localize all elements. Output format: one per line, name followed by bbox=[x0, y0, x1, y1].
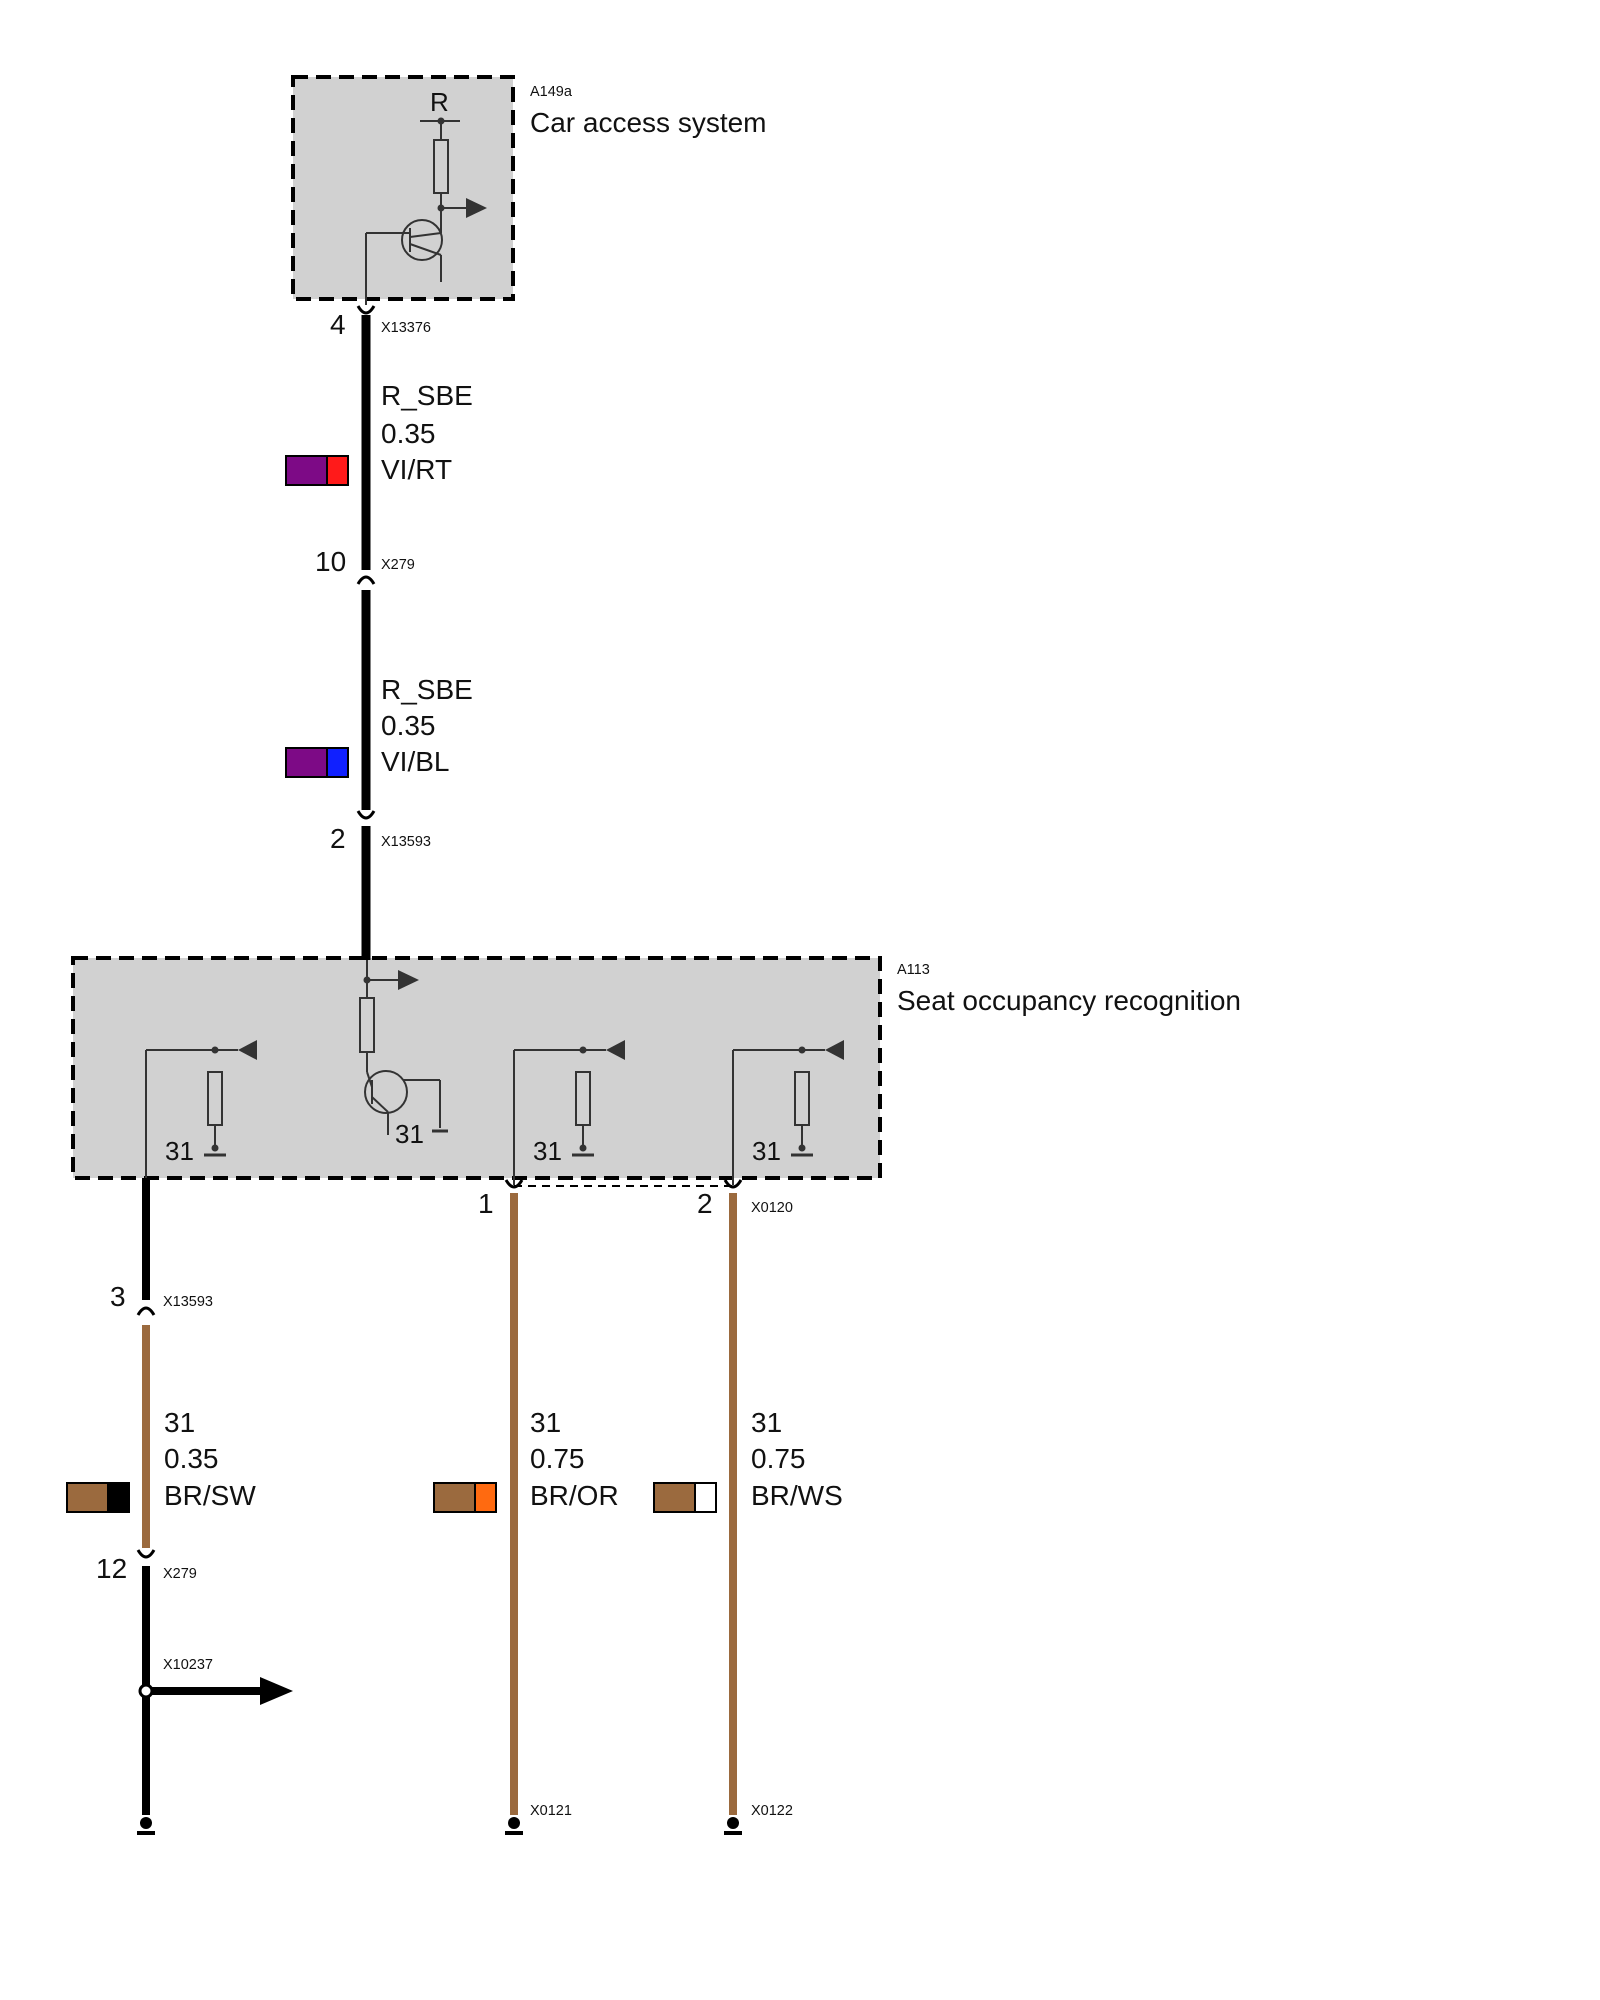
connector-x279-upper-id: X279 bbox=[381, 557, 415, 573]
sor-transistor-symbol bbox=[364, 1070, 408, 1114]
connector-x279-upper-pin: 10 bbox=[315, 546, 346, 577]
module-id-a149a: A149a bbox=[530, 84, 573, 100]
connector-pin-1-number: 1 bbox=[478, 1188, 494, 1219]
ground-x0122-id: X0122 bbox=[751, 1803, 793, 1819]
connector-x13376-id: X13376 bbox=[381, 320, 431, 336]
connector-pin-1-symbol bbox=[504, 1179, 524, 1189]
connector-x13376-pin: 4 bbox=[330, 309, 346, 340]
ground-point-1[interactable] bbox=[137, 1817, 155, 1835]
wire-4[interactable]: 31 0.75 BR/OR bbox=[433, 1193, 619, 1815]
connector-x13593-upper-pin bbox=[356, 810, 376, 820]
sense-circuit-mid bbox=[513, 1040, 625, 1185]
wire-3-color-swatch bbox=[66, 1482, 130, 1513]
splice-x10237[interactable]: X10237 bbox=[138, 1657, 293, 1705]
wire-2-gauge: 0.35 bbox=[381, 710, 436, 741]
connector-x279-lower-id: X279 bbox=[163, 1566, 197, 1582]
wire-5-color-code: BR/WS bbox=[751, 1480, 843, 1511]
wire-3-signal: 31 bbox=[164, 1407, 195, 1438]
connector-x13593-upper-pin-number: 2 bbox=[330, 823, 346, 854]
wire-4-signal: 31 bbox=[530, 1407, 561, 1438]
ground-x0121-id: X0121 bbox=[530, 1803, 572, 1819]
connector-x279-lower-pin-number: 12 bbox=[96, 1553, 127, 1584]
connector-x279-lower-pin bbox=[136, 1549, 156, 1559]
ground-31-label-4: 31 bbox=[752, 1136, 781, 1166]
wire-1-signal: R_SBE bbox=[381, 380, 473, 411]
wire-5-signal: 31 bbox=[751, 1407, 782, 1438]
ground-31-label-2: 31 bbox=[395, 1119, 424, 1149]
wire-4-color-code: BR/OR bbox=[530, 1480, 619, 1511]
wire-2[interactable]: R_SBE 0.35 VI/BL bbox=[285, 590, 473, 810]
connector-pin-2-number: 2 bbox=[697, 1188, 713, 1219]
module-id-a113: A113 bbox=[897, 962, 930, 978]
ground-point-3[interactable]: X0122 bbox=[724, 1803, 793, 1835]
wire-3[interactable]: 31 0.35 BR/SW bbox=[66, 1325, 256, 1548]
wire-1-gauge: 0.35 bbox=[381, 418, 436, 449]
cas-internal-circuit: R bbox=[365, 87, 487, 305]
splice-continuation-arrow bbox=[260, 1677, 293, 1705]
wire-5-color-swatch bbox=[653, 1482, 717, 1513]
connector-symbols bbox=[136, 305, 743, 1559]
module-seat-occupancy-recognition[interactable]: A113 Seat occupancy recognition bbox=[71, 956, 1241, 1180]
wire-3-gauge: 0.35 bbox=[164, 1443, 219, 1474]
wire-2-color-swatch bbox=[285, 747, 349, 778]
connector-x13593-upper-id: X13593 bbox=[381, 834, 431, 850]
sor-internal-circuit bbox=[359, 958, 448, 1135]
module-car-access-system[interactable]: A149a Car access system R bbox=[291, 75, 767, 305]
wire-5[interactable]: 31 0.75 BR/WS bbox=[653, 1193, 843, 1815]
supply-r-label: R bbox=[430, 87, 449, 117]
ground-point-2[interactable]: X0121 bbox=[505, 1803, 572, 1835]
connector-x13593-lower-socket bbox=[136, 1306, 156, 1316]
connector-x13593-lower-pin-number: 3 bbox=[110, 1281, 126, 1312]
module-box-a113 bbox=[71, 956, 882, 1180]
wire-2-signal: R_SBE bbox=[381, 674, 473, 705]
ground-31-label-3: 31 bbox=[533, 1136, 562, 1166]
module-box-a149a bbox=[291, 75, 515, 301]
ground-31-label-1: 31 bbox=[165, 1136, 194, 1166]
wire-4-color-swatch bbox=[433, 1482, 497, 1513]
connector-x279-upper-socket bbox=[356, 575, 376, 585]
wire-1-color-code: VI/RT bbox=[381, 454, 452, 485]
wire-5-gauge: 0.75 bbox=[751, 1443, 806, 1474]
sense-circuit-right bbox=[732, 1040, 844, 1185]
connector-x13376-symbol bbox=[356, 305, 376, 315]
wire-1-color-swatch bbox=[285, 455, 349, 486]
sor-output-arrow bbox=[398, 970, 419, 990]
module-name-a113: Seat occupancy recognition bbox=[897, 985, 1241, 1016]
transistor-symbol bbox=[401, 219, 443, 261]
connector-x0120-id: X0120 bbox=[751, 1200, 793, 1216]
connector-x13593-lower-id: X13593 bbox=[163, 1294, 213, 1310]
wire-1[interactable]: R_SBE 0.35 VI/RT bbox=[285, 315, 473, 570]
wire-2-color-code: VI/BL bbox=[381, 746, 449, 777]
connector-pin-2-symbol bbox=[723, 1179, 743, 1189]
sense-circuit-left bbox=[145, 1040, 257, 1185]
splice-id: X10237 bbox=[163, 1657, 213, 1673]
wire-4-gauge: 0.75 bbox=[530, 1443, 585, 1474]
output-arrow bbox=[466, 198, 487, 218]
module-name-a149a: Car access system bbox=[530, 107, 767, 138]
wire-3-color-code: BR/SW bbox=[164, 1480, 256, 1511]
